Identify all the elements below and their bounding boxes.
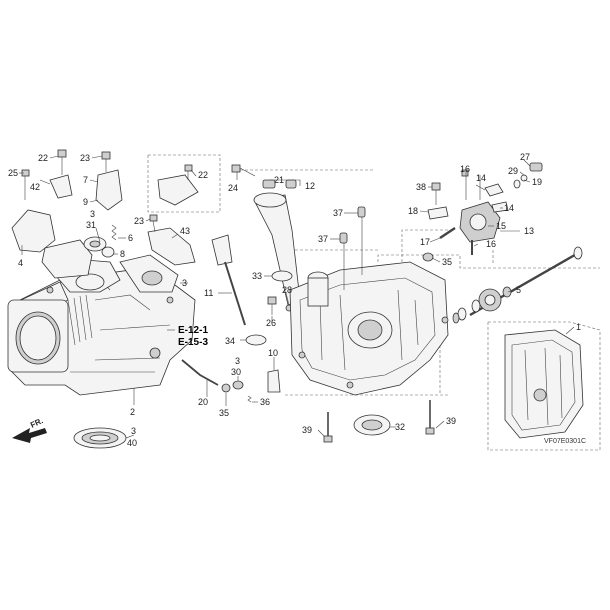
front-arrow-icon [12,428,47,443]
callout-16b: 16 [486,239,496,249]
front-direction-label: FR. [29,416,44,430]
callout-21: 21 [274,175,284,185]
crankcase-assembly [504,329,584,439]
callout-40: 40 [127,438,137,448]
callout-labels: 25 42 22 23 7 9 3 31 4 6 8 23 43 22 24 2… [8,152,581,448]
callout-32: 32 [395,422,405,432]
callout-15: 15 [496,221,506,231]
callout-9: 9 [83,197,88,207]
callout-3d: 3 [131,426,136,436]
oil-filler-parts [181,164,301,403]
diagram-code: VF07E0301C [544,438,586,445]
callout-16: 16 [460,164,470,174]
callout-22b: 22 [198,170,208,180]
callout-23b: 23 [134,216,144,226]
breather-parts [11,149,199,279]
callout-25: 25 [8,168,18,178]
callout-27: 27 [520,152,530,162]
reference-e-12-1: E-12-1 [178,325,208,336]
leader-lines [19,155,575,439]
callout-14: 14 [476,173,486,183]
callout-4: 4 [18,258,23,268]
reference-e-15-3: E-15-3 [178,337,208,348]
callout-5: 5 [516,285,521,295]
callout-35b: 35 [442,257,452,267]
callout-18: 18 [408,206,418,216]
callout-3b: 3 [182,278,187,288]
callout-28: 28 [282,285,292,295]
callout-33: 33 [252,271,262,281]
callout-12: 12 [305,181,315,191]
callout-6: 6 [128,233,133,243]
callout-19: 19 [532,177,542,187]
callout-1: 1 [576,322,581,332]
camshaft-governor [422,162,583,324]
callout-43: 43 [180,226,190,236]
callout-39: 39 [302,425,312,435]
callout-24: 24 [228,183,238,193]
crankcase-cover [289,206,449,443]
callout-11: 11 [204,288,213,298]
cylinder-block [7,254,196,396]
callout-2: 2 [130,407,135,417]
callout-8: 8 [120,249,125,259]
callout-17: 17 [420,237,430,247]
callout-14b: 14 [504,203,514,213]
callout-38: 38 [416,182,426,192]
callout-39b: 39 [446,416,456,426]
callout-37: 37 [333,208,343,218]
callout-36: 36 [260,397,270,407]
callout-3c: 3 [235,356,240,366]
callout-31: 31 [86,220,96,230]
callout-20: 20 [198,397,208,407]
callout-10: 10 [268,348,278,358]
callout-7: 7 [83,175,88,185]
bearing-and-arrow [12,427,127,449]
callout-30: 30 [231,367,241,377]
callout-3: 3 [90,209,95,219]
callout-34: 34 [225,336,235,346]
callout-23: 23 [80,153,90,163]
callout-35: 35 [219,408,229,418]
callout-29: 29 [508,166,518,176]
callout-42: 42 [30,182,40,192]
callout-37b: 37 [318,234,328,244]
callout-26: 26 [266,318,276,328]
callout-22: 22 [38,153,48,163]
callout-13: 13 [524,226,534,236]
